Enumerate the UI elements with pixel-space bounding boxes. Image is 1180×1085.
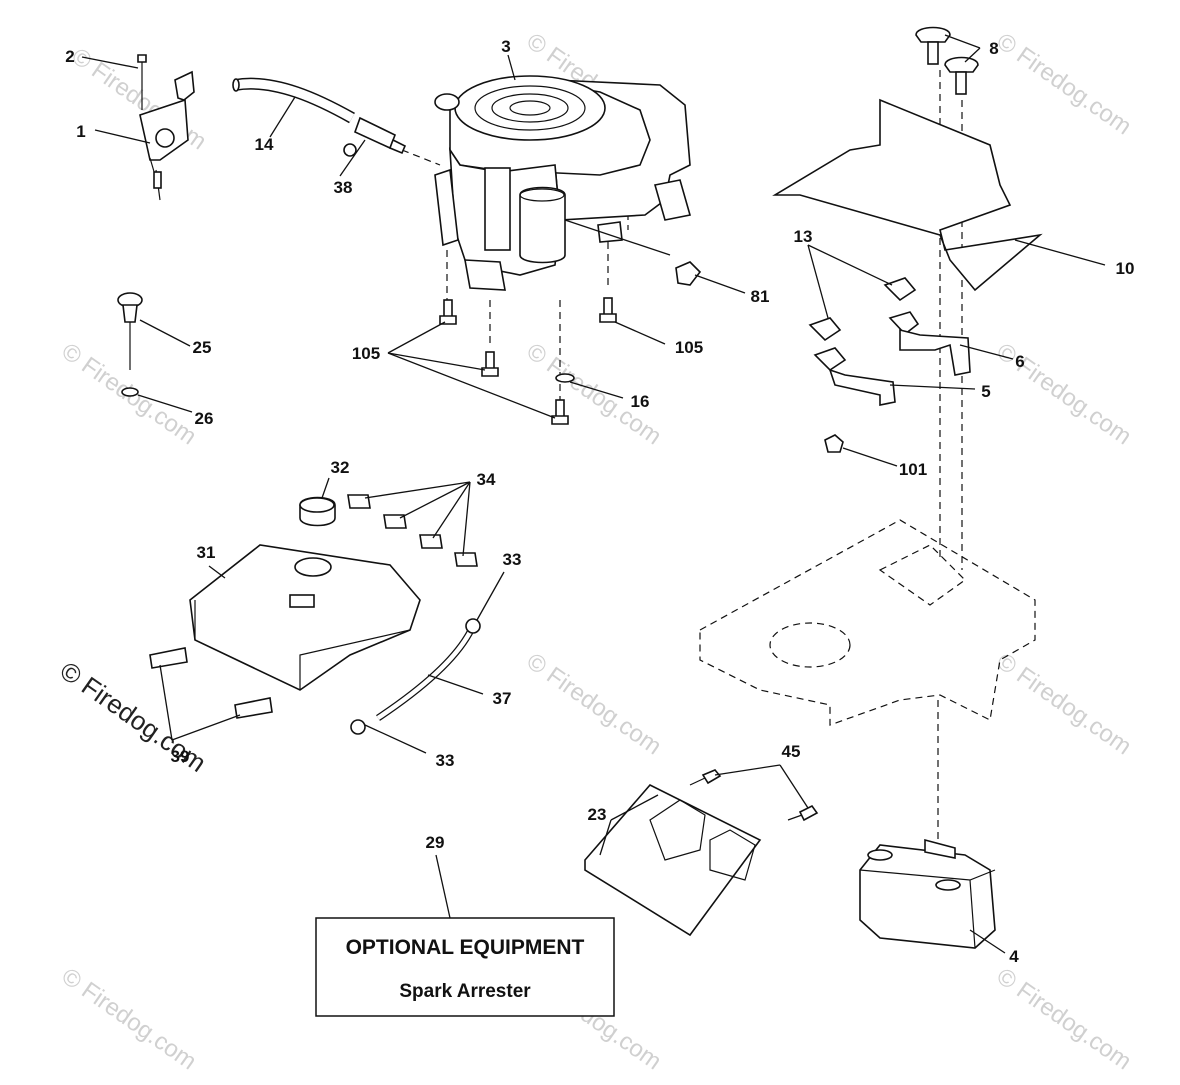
watermark: © Firedog.com [992,28,1137,141]
callout-6: 6 [1015,352,1024,371]
callout-2: 2 [65,47,74,66]
fuel-cap [299,496,336,527]
callout-25: 25 [193,338,212,357]
callouts: 1 2 3 4 5 6 8 10 13 14 16 23 25 26 29 31… [65,37,1134,966]
callout-33-upper: 33 [503,550,522,569]
spark-arrester-plate [584,769,819,937]
callout-37: 37 [493,689,512,708]
callout-33-lower: 33 [436,751,455,770]
callout-31: 31 [197,543,216,562]
optional-equipment-title: OPTIONAL EQUIPMENT [346,936,585,959]
callout-5: 5 [981,382,990,401]
frame [699,519,1036,726]
exhaust-nut [824,434,844,453]
callout-23: 23 [588,805,607,824]
fuel-line [350,618,481,735]
fuel-filter [343,116,407,157]
callout-1: 1 [76,122,85,141]
optional-equipment-box: OPTIONAL EQUIPMENT Spark Arrester [315,917,615,1017]
callout-14: 14 [255,135,274,154]
callout-34: 34 [477,470,496,489]
watermark: © Firedog.com [992,648,1137,761]
engine [434,75,692,291]
callout-105-right: 105 [675,338,703,357]
callout-13: 13 [794,227,813,246]
callout-29: 29 [426,833,445,852]
callout-45: 45 [782,742,801,761]
optional-equipment-subtitle: Spark Arrester [399,981,531,1002]
callout-105-left: 105 [352,344,380,363]
callout-39: 39 [171,747,190,766]
leader-lines [81,34,1106,954]
callout-32: 32 [331,458,350,477]
watermark: © Firedog.com [57,963,202,1076]
callout-16: 16 [631,392,650,411]
callout-81: 81 [751,287,770,306]
callout-3: 3 [501,37,510,56]
throttle-control [137,54,195,201]
callout-8: 8 [989,39,998,58]
exhaust-pipes [808,277,971,406]
watermark: © Firedog.com [992,963,1137,1076]
callout-38: 38 [334,178,353,197]
heat-shield [772,98,1043,292]
muffler [859,838,996,949]
heat-shield-screws [915,26,979,95]
engine-bolts [439,261,702,425]
watermark: © Firedog.com [522,648,667,761]
callout-4: 4 [1009,947,1019,966]
watermark: © Firedog.com [992,338,1137,451]
callout-26: 26 [195,409,214,428]
fuel-hose [232,77,355,124]
fuel-tank [189,544,421,691]
callout-10: 10 [1116,259,1135,278]
callout-101: 101 [899,460,927,479]
choke-knob [117,292,143,397]
